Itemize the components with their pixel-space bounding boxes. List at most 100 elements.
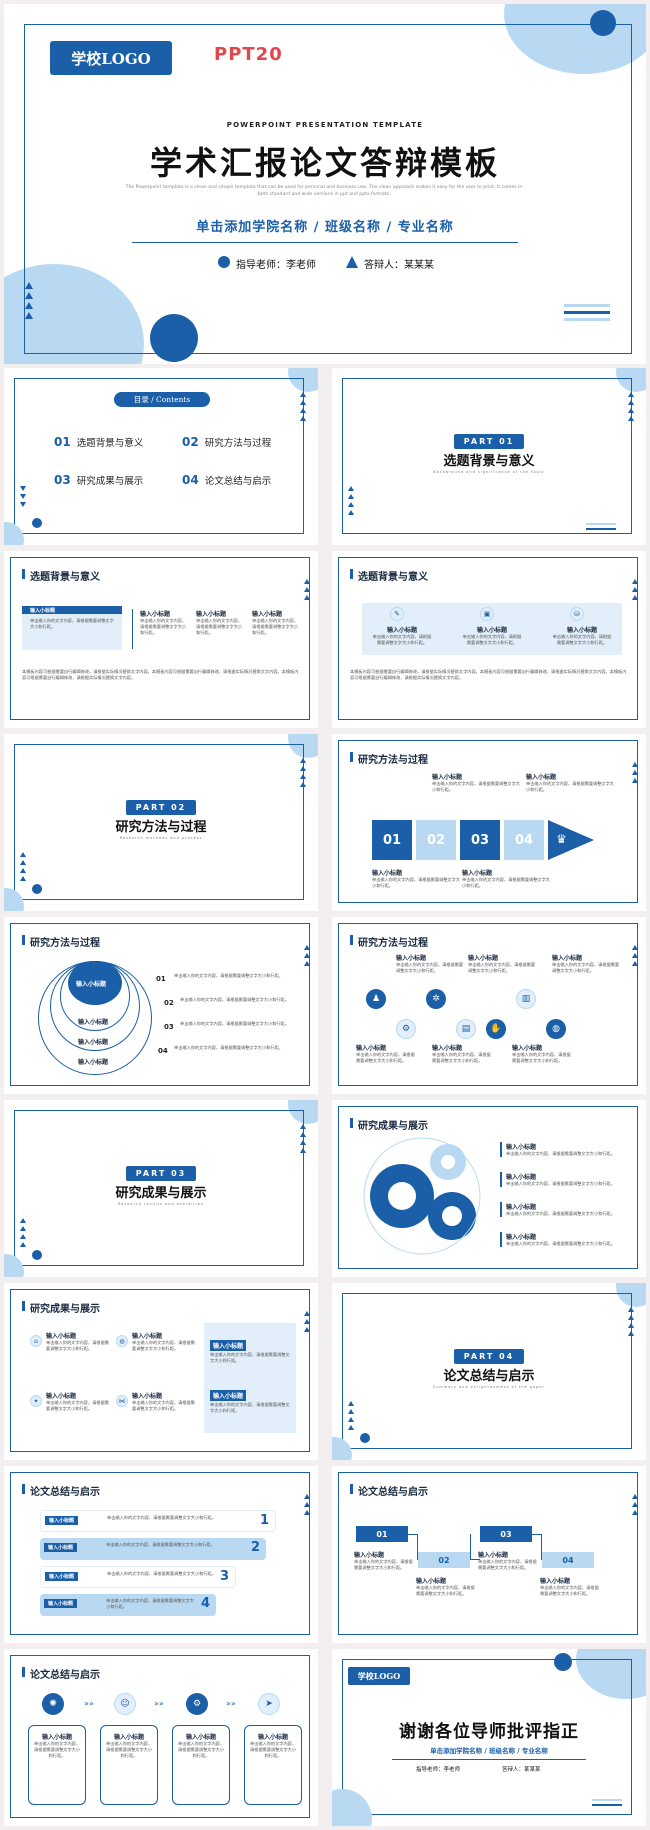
section-title: 选题背景与意义	[30, 572, 100, 583]
circle-label: 输入小标题	[76, 981, 107, 988]
cover-frame	[24, 24, 632, 354]
title-bar	[350, 569, 353, 579]
card: 输入小标题单击输入你的文字内容，请根据需要调整文字大小和行距。	[100, 1725, 158, 1805]
section-title: 研究方法与过程	[358, 755, 428, 766]
part-slide: PART 01 选题背景与意义 Background and significa…	[332, 368, 646, 545]
decor-circle	[332, 1437, 352, 1460]
divider	[132, 242, 518, 243]
list-text: 单击输入你的文字内容，请根据需要调整文字大小和行距。	[180, 997, 289, 1002]
text-block: 输入小标题单击输入你的文字内容，请根据需要调整文字大小和行距。	[396, 955, 464, 973]
circle-label: 输入小标题	[78, 1059, 109, 1066]
edit-icon: ✎	[390, 607, 404, 621]
slide-frame	[10, 923, 310, 1086]
triangle-decor	[630, 579, 640, 600]
summary-flow-slide: 论文总结与启示 ✺ »» ☺ »» ⚙ »» ➤ 输入小标题单击输入你的文字内容…	[4, 1649, 318, 1826]
part-badge: PART 03	[126, 1166, 196, 1181]
text-block: 输入小标题单击输入你的文字内容，请根据需要调整文字大小和行距。	[540, 1578, 599, 1596]
chart-icon: ▤	[456, 1019, 476, 1039]
results-grid-slide: 研究成果与展示 ⌂ 输入小标题单击输入你的文字内容，请根据需要调整文字大小和行距…	[4, 1283, 318, 1460]
text-block: 输入小标题单击输入你的文字内容，请根据需要调整文字大小和行距。	[462, 627, 522, 645]
part-slide: PART 04 论文总结与启示 Summary and enlightenmen…	[332, 1283, 646, 1460]
text-block: 输入小标题单击输入你的文字内容，请根据需要调整文字大小和行距。	[500, 1232, 630, 1247]
title-bar	[22, 569, 25, 579]
decor-circle	[32, 884, 42, 894]
cover-desc: The Powerpoint template is a clean and s…	[125, 185, 523, 197]
list-number: 02	[164, 999, 174, 1007]
text-block: 输入小标题单击输入你的文字内容，请根据需要调整文字大小和行距。	[196, 611, 243, 635]
aperture-icon: ✺	[42, 1693, 64, 1715]
list-number: 04	[158, 1047, 168, 1055]
part-title: 选题背景与意义	[443, 454, 535, 469]
part-title: 研究方法与过程	[115, 820, 207, 835]
text-block: 输入小标题单击输入你的文字内容，请根据需要调整文字大小和行距。	[132, 1333, 195, 1351]
triangle-decor	[24, 282, 34, 319]
text-block: 输入小标题单击输入你的文字内容，请根据需要调整文字大小和行距。	[526, 774, 614, 792]
contents-slide: 目录 / Contents 01 选题背景与意义 02 研究方法与过程 03 研…	[4, 368, 318, 545]
gear-icon: ⚙	[186, 1693, 208, 1715]
summary-list-slide: 论文总结与启示 输入小标题 单击输入你的文字内容，请根据需要调整文字大小和行距。…	[4, 1466, 318, 1643]
step-box: 01	[372, 820, 412, 860]
chevron-right-icon: »»	[154, 1699, 164, 1708]
section-title: 论文总结与启示	[30, 1487, 100, 1498]
text-block: 输入小标题单击输入你的文字内容，请根据需要调整文字大小和行距。	[432, 774, 520, 792]
title-bar	[22, 1484, 25, 1494]
decor-circle	[32, 1250, 42, 1260]
triangle-decor	[18, 1218, 28, 1247]
section-title: 论文总结与启示	[358, 1487, 428, 1498]
title-bar	[22, 1667, 25, 1677]
method-steps-slide: 研究方法与过程 输入小标题单击输入你的文字内容，请根据需要调整文字大小和行距。 …	[332, 734, 646, 911]
part-badge: PART 02	[126, 800, 196, 815]
gears-graphic	[363, 1137, 481, 1255]
triangle-decor	[630, 1494, 640, 1515]
decor-circle	[360, 1433, 370, 1443]
slide-frame	[10, 557, 310, 720]
body-paragraph: 本模板内容可根据需要自行编辑修改，请根据实际情况替换文字内容。本模板内容可根据需…	[350, 669, 627, 680]
body-paragraph: 本模板内容可根据需要自行编辑修改，请根据实际情况替换文字内容。本模板内容可根据需…	[22, 669, 299, 680]
list-text: 单击输入你的文字内容，请根据需要调整文字大小和行距。	[174, 973, 283, 978]
bar-chart-icon: ▥	[516, 989, 536, 1009]
triangle-decor	[346, 486, 356, 515]
decor-circle	[4, 888, 24, 911]
decor-circle	[32, 518, 42, 528]
triangle-decor	[302, 579, 312, 600]
text-block: 输入小标题单击输入你的文字内容，请根据需要调整文字大小和行距。	[416, 1578, 475, 1596]
timeline-line	[532, 1534, 542, 1560]
handshake-icon: ✋	[486, 1019, 506, 1039]
contents-item[interactable]: 04 论文总结与启示	[182, 473, 272, 487]
list-text: 单击输入你的文字内容，请根据需要调整文字大小和行距。	[174, 1045, 283, 1050]
slide-frame	[338, 1472, 638, 1635]
part-badge: PART 04	[454, 1349, 524, 1364]
results-gears-slide: 研究成果与展示 输入小标题单击输入你的文字内容，请根据需要调整文字大小和行距。 …	[332, 1100, 646, 1277]
text-block: 输入小标题单击输入你的文字内容，请根据需要调整文字大小和行距。	[552, 627, 612, 645]
text-block: 输入小标题单击输入你的文字内容，请根据需要调整文字大小和行距。	[210, 1383, 290, 1414]
contents-item[interactable]: 03 研究成果与展示	[54, 473, 144, 487]
timeline-box: 03	[480, 1526, 532, 1542]
title-bar	[350, 1118, 353, 1128]
step-box: 03	[460, 820, 500, 860]
divider	[132, 609, 133, 649]
summary-row: 输入小标题 单击输入你的文字内容，请根据需要调整文字大小和行距。 3	[40, 1566, 236, 1588]
circle-label: 输入小标题	[78, 1039, 109, 1046]
decor-circle	[150, 314, 198, 362]
contents-item[interactable]: 01 选题背景与意义	[54, 435, 144, 449]
send-icon: ➤	[258, 1693, 280, 1715]
background-slide-a: 选题背景与意义 输入小标题 单击输入你的文字内容，请根据需要调整文字大小和行距。…	[4, 551, 318, 728]
contents-item[interactable]: 02 研究方法与过程	[182, 435, 272, 449]
slide-frame	[342, 1293, 632, 1449]
part-subtitle: Background and significance of the topic	[433, 470, 545, 474]
triangle-decor	[630, 945, 640, 966]
text-block: 输入小标题单击输入你的文字内容，请根据需要调整文字大小和行距。	[354, 1552, 413, 1570]
triangle-decor	[18, 852, 28, 881]
slide-frame	[14, 378, 304, 534]
text-block: 输入小标题单击输入你的文字内容，请根据需要调整文字大小和行距。	[478, 1552, 537, 1570]
section-title: 论文总结与启示	[30, 1670, 100, 1681]
section-title: 研究方法与过程	[358, 938, 428, 949]
defender-text: 答辩人：某某某	[502, 1767, 541, 1773]
chevron-right-icon: »»	[84, 1699, 94, 1708]
text-block: 输入小标题单击输入你的文字内容，请根据需要调整文字大小和行距。	[500, 1172, 630, 1187]
slide-frame	[338, 557, 638, 720]
part-title: 研究成果与展示	[115, 1186, 207, 1201]
slide-frame	[10, 1472, 310, 1635]
slide-frame	[338, 740, 638, 903]
title-bar	[22, 1301, 25, 1311]
